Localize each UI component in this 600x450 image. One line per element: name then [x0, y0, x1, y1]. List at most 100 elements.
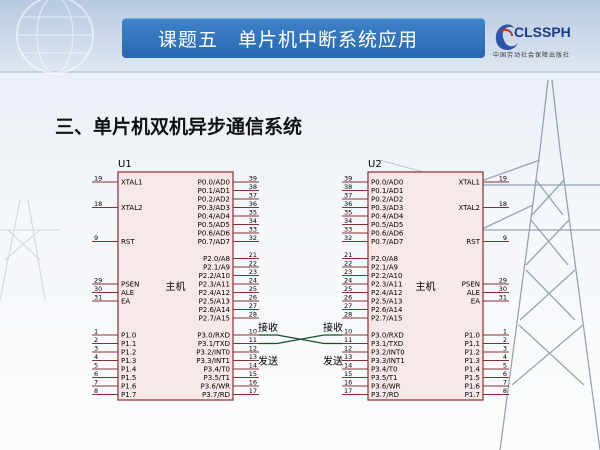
- pin-name: P1.4: [121, 366, 137, 374]
- pin-name: P1.7: [465, 391, 480, 399]
- pin-number: 9: [503, 234, 507, 242]
- pin-number: 23: [344, 268, 352, 276]
- pin-name: P1.2: [465, 349, 480, 357]
- pin-name: P0.3/AD3: [371, 204, 403, 212]
- pin-name: P0.4/AD4: [371, 213, 404, 221]
- wire-label-receive: 接收: [323, 321, 343, 334]
- pin-name: P2.4/A12: [199, 289, 230, 297]
- pin-number: 24: [249, 277, 257, 285]
- wire-label-send: 发送: [323, 355, 343, 368]
- pin-number: 14: [249, 362, 257, 370]
- pin-number: 6: [503, 370, 507, 378]
- chip-body: [367, 171, 484, 401]
- pin-number: 32: [344, 234, 352, 242]
- pin-name: P2.1/A9: [371, 264, 398, 272]
- pin-name: P3.1/TXD: [371, 340, 403, 348]
- pin-name: P3.2/INT0: [371, 349, 405, 357]
- pin-number: 19: [94, 175, 102, 183]
- pin-number: 30: [94, 285, 102, 293]
- pin-name: P1.7: [121, 391, 136, 399]
- slide-header: 课题五 单片机中断系统应用 CLSSPH 中国劳动社会保障出版社: [0, 0, 600, 72]
- chip-body: [117, 171, 234, 401]
- pin-number: 24: [344, 277, 352, 285]
- pin-number: 15: [249, 370, 257, 378]
- pin-name: P2.5/A13: [199, 298, 230, 306]
- globe-decoration: [16, 0, 94, 74]
- pin-name: P0.4/AD4: [198, 213, 231, 221]
- pin-name: XTAL1: [458, 179, 480, 187]
- pin-number: 12: [344, 345, 352, 353]
- pin-number: 4: [94, 353, 98, 361]
- pin-number: 2: [94, 336, 98, 344]
- pin-number: 19: [499, 175, 507, 183]
- pin-number: 8: [94, 387, 98, 395]
- pin-name: P3.3/INT1: [371, 357, 405, 365]
- pin-name: P1.1: [465, 340, 480, 348]
- pin-name: P0.6/AD6: [371, 230, 404, 238]
- pin-name: P3.7/RD: [202, 391, 230, 399]
- pin-name: PSEN: [462, 281, 480, 289]
- pin-name: P2.2/A10: [371, 272, 402, 280]
- pin-number: 9: [94, 234, 98, 242]
- pin-number: 18: [94, 200, 102, 208]
- pin-name: XTAL1: [121, 179, 143, 187]
- wire-label-send: 发送: [258, 355, 278, 368]
- pin-name: P0.5/AD5: [371, 221, 403, 229]
- pin-number: 35: [249, 209, 257, 217]
- pin-number: 28: [344, 311, 352, 319]
- pin-number: 5: [94, 362, 98, 370]
- pin-number: 26: [249, 294, 257, 302]
- chip-ref-label: U1: [118, 159, 132, 170]
- pin-number: 26: [344, 294, 352, 302]
- pin-number: 39: [344, 175, 352, 183]
- wire-label-receive: 接收: [258, 321, 278, 334]
- pin-name: P2.4/A12: [371, 289, 402, 297]
- pin-name: XTAL2: [121, 204, 143, 212]
- pin-number: 13: [249, 353, 257, 361]
- pin-name: P1.4: [465, 366, 481, 374]
- pin-name: P3.3/INT1: [196, 357, 230, 365]
- swoosh-logo-icon: [495, 24, 518, 50]
- pin-number: 5: [503, 362, 507, 370]
- pin-name: P1.0: [465, 332, 480, 340]
- pin-number: 8: [503, 387, 507, 395]
- pin-number: 38: [344, 183, 352, 191]
- chip-center-label: 主机: [166, 280, 186, 293]
- pin-name: P1.1: [121, 340, 136, 348]
- pin-name: P2.7/A15: [199, 315, 230, 323]
- pin-name: P2.3/A11: [199, 281, 230, 289]
- pin-name: P1.5: [121, 374, 136, 382]
- pin-name: P3.2/INT0: [196, 349, 230, 357]
- pin-name: P3.4/T0: [371, 366, 397, 374]
- pin-name: P2.7/A15: [371, 315, 402, 323]
- pin-number: 34: [344, 217, 352, 225]
- pin-name: P1.6: [121, 383, 137, 391]
- pin-name: P1.3: [121, 357, 136, 365]
- pin-name: P2.5/A13: [371, 298, 402, 306]
- pin-number: 1: [503, 328, 507, 336]
- pin-number: 32: [249, 234, 257, 242]
- pin-name: RST: [466, 238, 480, 246]
- pin-number: 31: [94, 294, 102, 302]
- pin-name: P2.0/A8: [371, 255, 398, 263]
- pin-number: 3: [94, 345, 98, 353]
- pin-name: P3.6/WR: [201, 383, 231, 391]
- pin-number: 30: [499, 285, 507, 293]
- pin-number: 7: [94, 379, 98, 387]
- pin-name: P3.0/RXD: [197, 332, 230, 340]
- pin-name: ALE: [121, 289, 134, 297]
- pin-name: P3.6/WR: [371, 383, 401, 391]
- pin-name: RST: [121, 238, 135, 246]
- pin-name: P1.3: [465, 357, 480, 365]
- pin-number: 25: [249, 285, 257, 293]
- pin-name: P0.0/AD0: [371, 179, 403, 187]
- pin-number: 10: [249, 328, 257, 336]
- pin-name: ALE: [467, 289, 480, 297]
- pin-name: P3.1/TXD: [198, 340, 230, 348]
- pin-number: 15: [344, 370, 352, 378]
- pin-number: 27: [344, 302, 352, 310]
- pin-number: 11: [249, 336, 257, 344]
